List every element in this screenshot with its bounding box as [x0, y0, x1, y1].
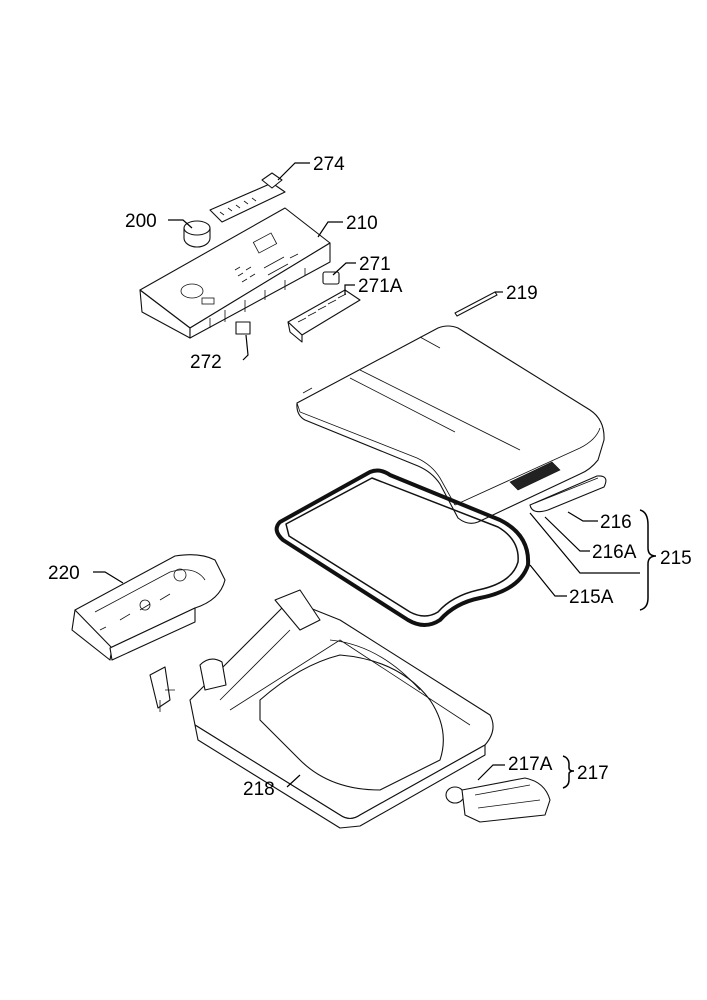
label-220: 220	[48, 563, 80, 584]
label-274: 274	[313, 154, 345, 175]
hose-217	[445, 777, 551, 823]
brace-215	[639, 509, 657, 611]
label-271A: 271A	[358, 276, 403, 297]
label-215: 215	[660, 548, 692, 569]
handle-216	[529, 475, 607, 513]
label-216A: 216A	[592, 542, 637, 563]
control-panel-210	[139, 207, 331, 339]
label-216: 216	[600, 512, 632, 533]
board-274	[209, 172, 286, 223]
label-219: 219	[506, 283, 538, 304]
module-220	[71, 554, 226, 661]
leader-lines	[93, 162, 640, 788]
label-218: 218	[243, 779, 275, 800]
gasket-215A	[274, 468, 531, 627]
pin-219	[454, 291, 498, 317]
lid-215	[296, 325, 605, 524]
label-210: 210	[346, 213, 378, 234]
label-215A: 215A	[569, 587, 614, 608]
tub-top-218	[149, 589, 494, 829]
label-272: 272	[190, 352, 222, 373]
switch-board-271A	[287, 289, 361, 343]
label-217A: 217A	[508, 754, 553, 775]
label-217: 217	[577, 763, 609, 784]
brace-217	[562, 755, 575, 789]
clip-272	[235, 321, 251, 335]
label-200: 200	[125, 211, 157, 232]
label-271: 271	[359, 254, 391, 275]
button-271	[322, 271, 340, 285]
